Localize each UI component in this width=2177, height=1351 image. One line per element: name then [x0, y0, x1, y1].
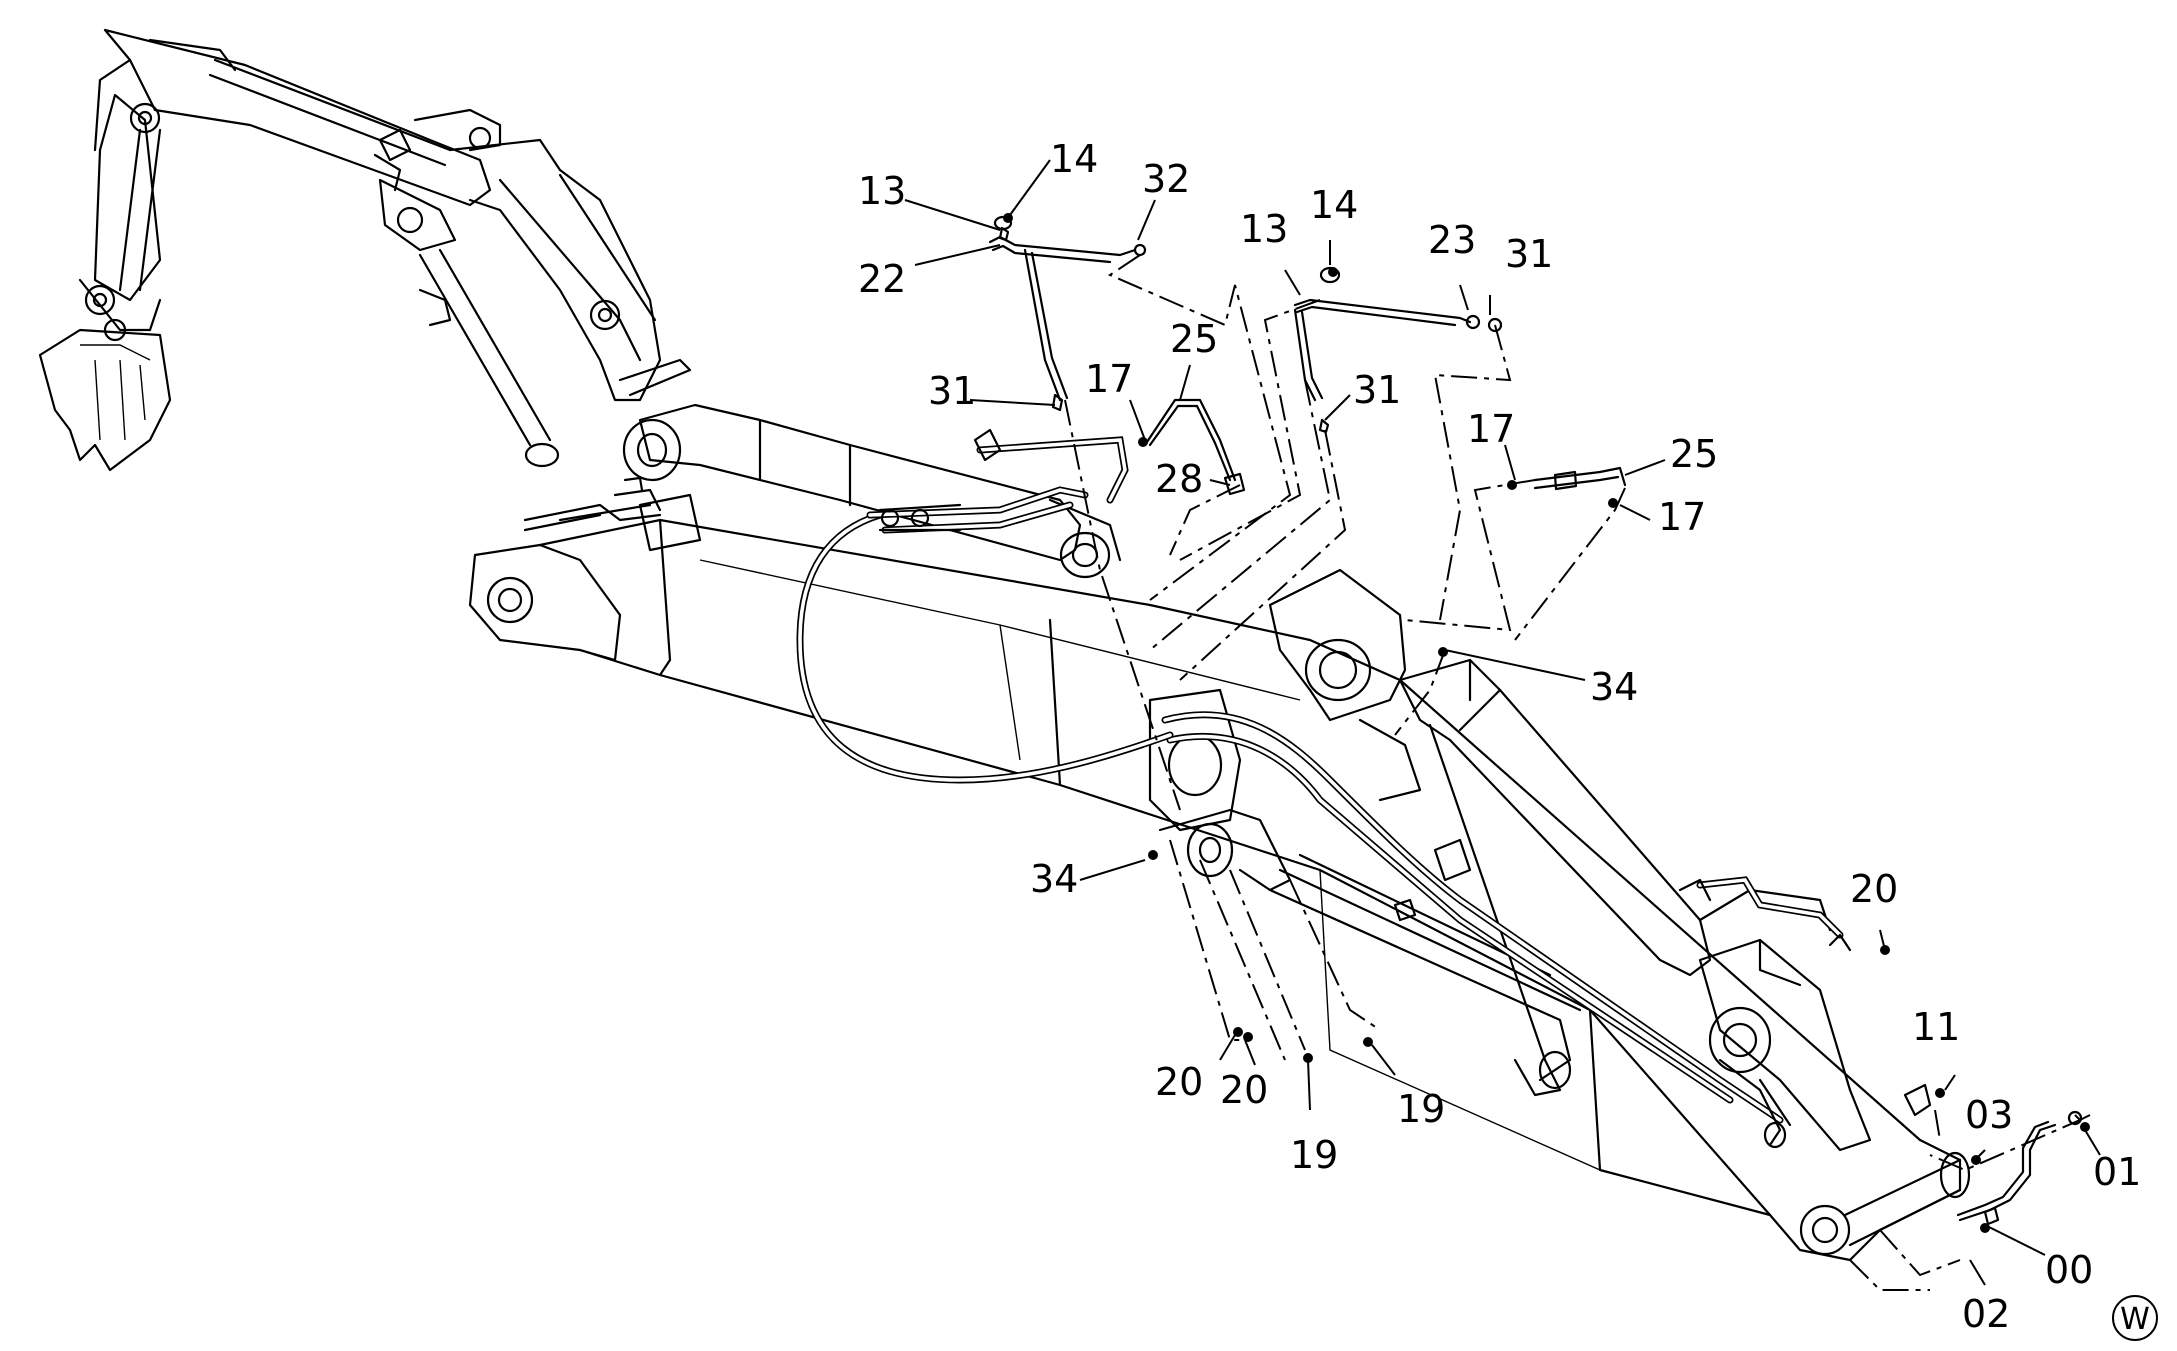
- callout-23: 23: [1428, 218, 1476, 262]
- callout-22: 22: [858, 257, 906, 301]
- callout-14: 14: [1050, 137, 1098, 181]
- callout-13: 13: [858, 169, 906, 213]
- callout-14: 14: [1310, 183, 1358, 227]
- watermark-letter: W: [2120, 1302, 2150, 1337]
- boom-cylinder-left: [622, 403, 1122, 579]
- callout-13: 13: [1240, 207, 1288, 251]
- callout-25: 25: [1670, 432, 1718, 476]
- callout-03: 03: [1965, 1093, 2013, 1137]
- callout-25: 25: [1170, 317, 1218, 361]
- callout-19: 19: [1397, 1087, 1445, 1131]
- callout-20: 20: [1850, 867, 1898, 911]
- callout-17: 17: [1467, 407, 1515, 451]
- callout-32: 32: [1142, 157, 1190, 201]
- watermark-badge: W: [2112, 1295, 2158, 1341]
- callout-31: 31: [1505, 232, 1553, 276]
- boom-pipes: [1161, 711, 1852, 1149]
- callout-17: 17: [1085, 357, 1133, 401]
- callout-31: 31: [1353, 368, 1401, 412]
- callout-00: 00: [2045, 1248, 2093, 1292]
- callout-02: 02: [1962, 1292, 2010, 1336]
- callout-19: 19: [1290, 1133, 1338, 1177]
- assembly-dashed-lines: [1064, 254, 2091, 1291]
- callout-labels: 14 13 32 22 13 14 23 31 25 31 17 31 17 2…: [858, 137, 2141, 1336]
- detached-pipes: [988, 215, 2083, 1226]
- fitting-dots: [1003, 213, 2090, 1233]
- callout-17: 17: [1658, 495, 1706, 539]
- boom-cylinder-right: [1398, 658, 1832, 1097]
- arm-and-bucket-assembly: [38, 28, 692, 472]
- callout-34: 34: [1030, 857, 1078, 901]
- callout-20: 20: [1155, 1060, 1203, 1104]
- callout-28: 28: [1155, 457, 1203, 501]
- boom-foot-pipes: [523, 476, 662, 532]
- callout-01: 01: [2093, 1150, 2141, 1194]
- callout-20: 20: [1220, 1068, 1268, 1112]
- hose-loop: [796, 428, 1174, 784]
- callout-34: 34: [1590, 665, 1638, 709]
- callout-31: 31: [928, 369, 976, 413]
- callout-11: 11: [1912, 1005, 1960, 1049]
- callout-leaders: [904, 159, 2101, 1286]
